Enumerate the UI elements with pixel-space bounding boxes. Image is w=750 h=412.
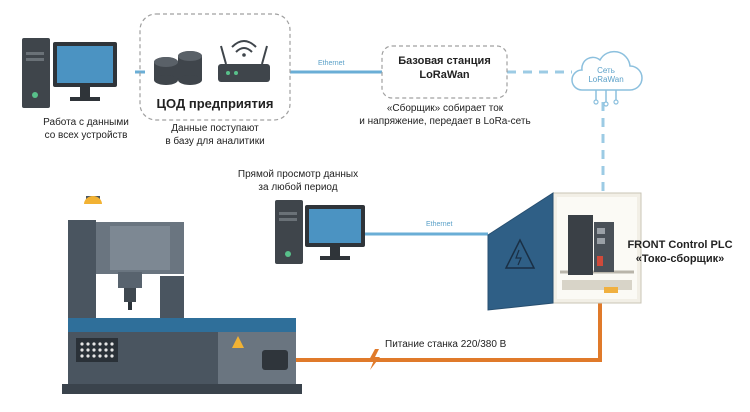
cnc-machine [62,196,302,394]
dc-caption: Данные поступают в базу для аналитики [165,123,265,147]
workstation-top [22,38,117,108]
lightning-icon [369,349,380,370]
base-station-frame [381,45,508,99]
plc-cabinet [487,192,642,311]
plc-module [568,215,614,275]
workstation-middle [275,200,365,264]
cloud-icon [571,50,643,107]
workstation-top-label: Работа с данными со всех устройств [43,117,129,141]
workstation-middle-label: Прямой просмотр данных за любой период [237,169,359,193]
plc-label: FRONT Control PLC «Токо-сборщик» [627,239,733,265]
cloud-label: Сеть LoRaWan [588,66,624,84]
base-station-title: Базовая станция LoRaWan [398,55,491,81]
warning-icon [504,238,536,269]
base-station-caption: «Сборщик» собирает ток и напряжение, пер… [359,103,531,127]
cabinet-door [487,192,554,311]
database-icon [154,51,202,85]
power-line [285,290,602,362]
ethernet-top-label: Ethernet [318,60,345,67]
dc-frame [139,13,291,121]
machine-warning-icon [232,336,244,348]
signal-lamp [84,196,102,204]
power-label: Питание станка 220/380 В [385,339,507,350]
router-icon [218,40,270,82]
dc-title: ЦОД предприятия [156,96,274,111]
ethernet-middle-label: Ethernet [426,221,453,228]
